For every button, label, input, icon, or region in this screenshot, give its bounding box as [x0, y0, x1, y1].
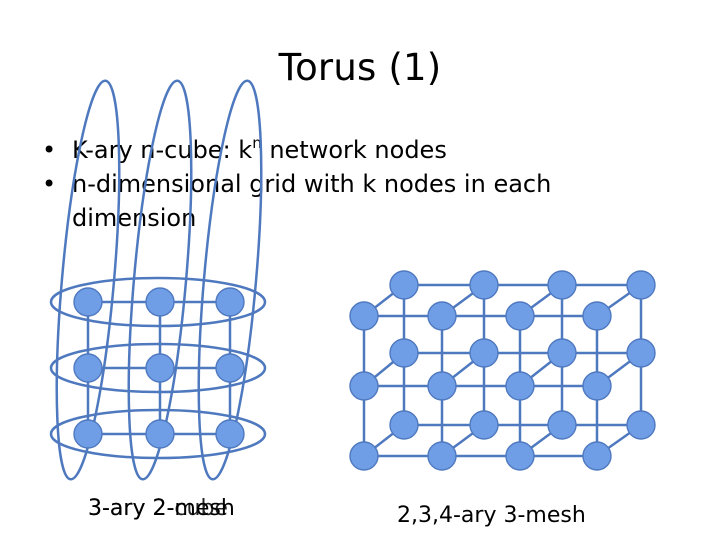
mesh-node [506, 302, 534, 330]
mesh-node [350, 302, 378, 330]
torus-node [74, 420, 102, 448]
mesh-node [506, 442, 534, 470]
mesh-node [548, 411, 576, 439]
mesh-node [548, 271, 576, 299]
mesh-node [428, 372, 456, 400]
mesh-node [390, 271, 418, 299]
mesh-node [470, 411, 498, 439]
torus-node [74, 354, 102, 382]
mesh-node [350, 372, 378, 400]
mesh-node [350, 442, 378, 470]
torus-node [216, 288, 244, 316]
mesh-node [506, 372, 534, 400]
mesh-node [627, 271, 655, 299]
mesh-node [428, 442, 456, 470]
mesh-node [583, 442, 611, 470]
torus-node [74, 288, 102, 316]
mesh-node [390, 411, 418, 439]
mesh-node [470, 339, 498, 367]
mesh-node [548, 339, 576, 367]
torus-node [146, 354, 174, 382]
torus-node [216, 354, 244, 382]
mesh-node [627, 339, 655, 367]
mesh-node [390, 339, 418, 367]
mesh-node [583, 372, 611, 400]
torus-node [146, 288, 174, 316]
mesh-node [627, 411, 655, 439]
torus-diagram [45, 78, 274, 481]
mesh-node [428, 302, 456, 330]
torus-caption-cube: 3-ary 2-cube [88, 495, 228, 523]
mesh-node [470, 271, 498, 299]
mesh-caption: 2,3,4-ary 3-mesh [397, 502, 586, 530]
mesh-node [583, 302, 611, 330]
torus-node [216, 420, 244, 448]
torus-node [146, 420, 174, 448]
mesh-diagram [350, 271, 655, 470]
